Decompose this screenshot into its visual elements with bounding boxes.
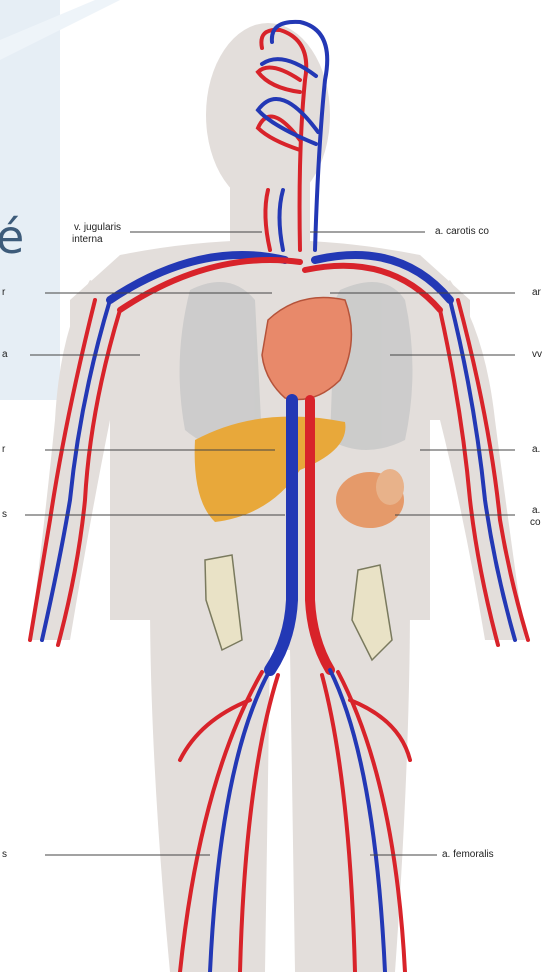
label-a-carotis: a. carotis co: [435, 226, 489, 238]
label-arcus: ar: [532, 287, 541, 299]
label-a-femoralis: a. femoralis: [442, 849, 494, 861]
label-left-r1: r: [2, 287, 5, 299]
label-vv: vv: [532, 349, 542, 361]
label-a-right2-line2: co: [530, 517, 541, 529]
label-left-a: a: [2, 349, 8, 361]
label-left-s1: s: [2, 509, 7, 521]
label-left-r2: r: [2, 444, 5, 456]
label-v-jugularis: v. jugularis: [74, 222, 121, 234]
label-a-right: a.: [532, 444, 540, 456]
label-v-jugularis-line2: interna: [72, 234, 103, 246]
background-panel: [0, 0, 60, 400]
partial-heading-char: é: [0, 214, 24, 260]
kidney-small: [376, 469, 404, 505]
body-silhouette: [30, 23, 525, 972]
label-left-s2: s: [2, 849, 7, 861]
label-a-right2: a.: [532, 505, 540, 517]
